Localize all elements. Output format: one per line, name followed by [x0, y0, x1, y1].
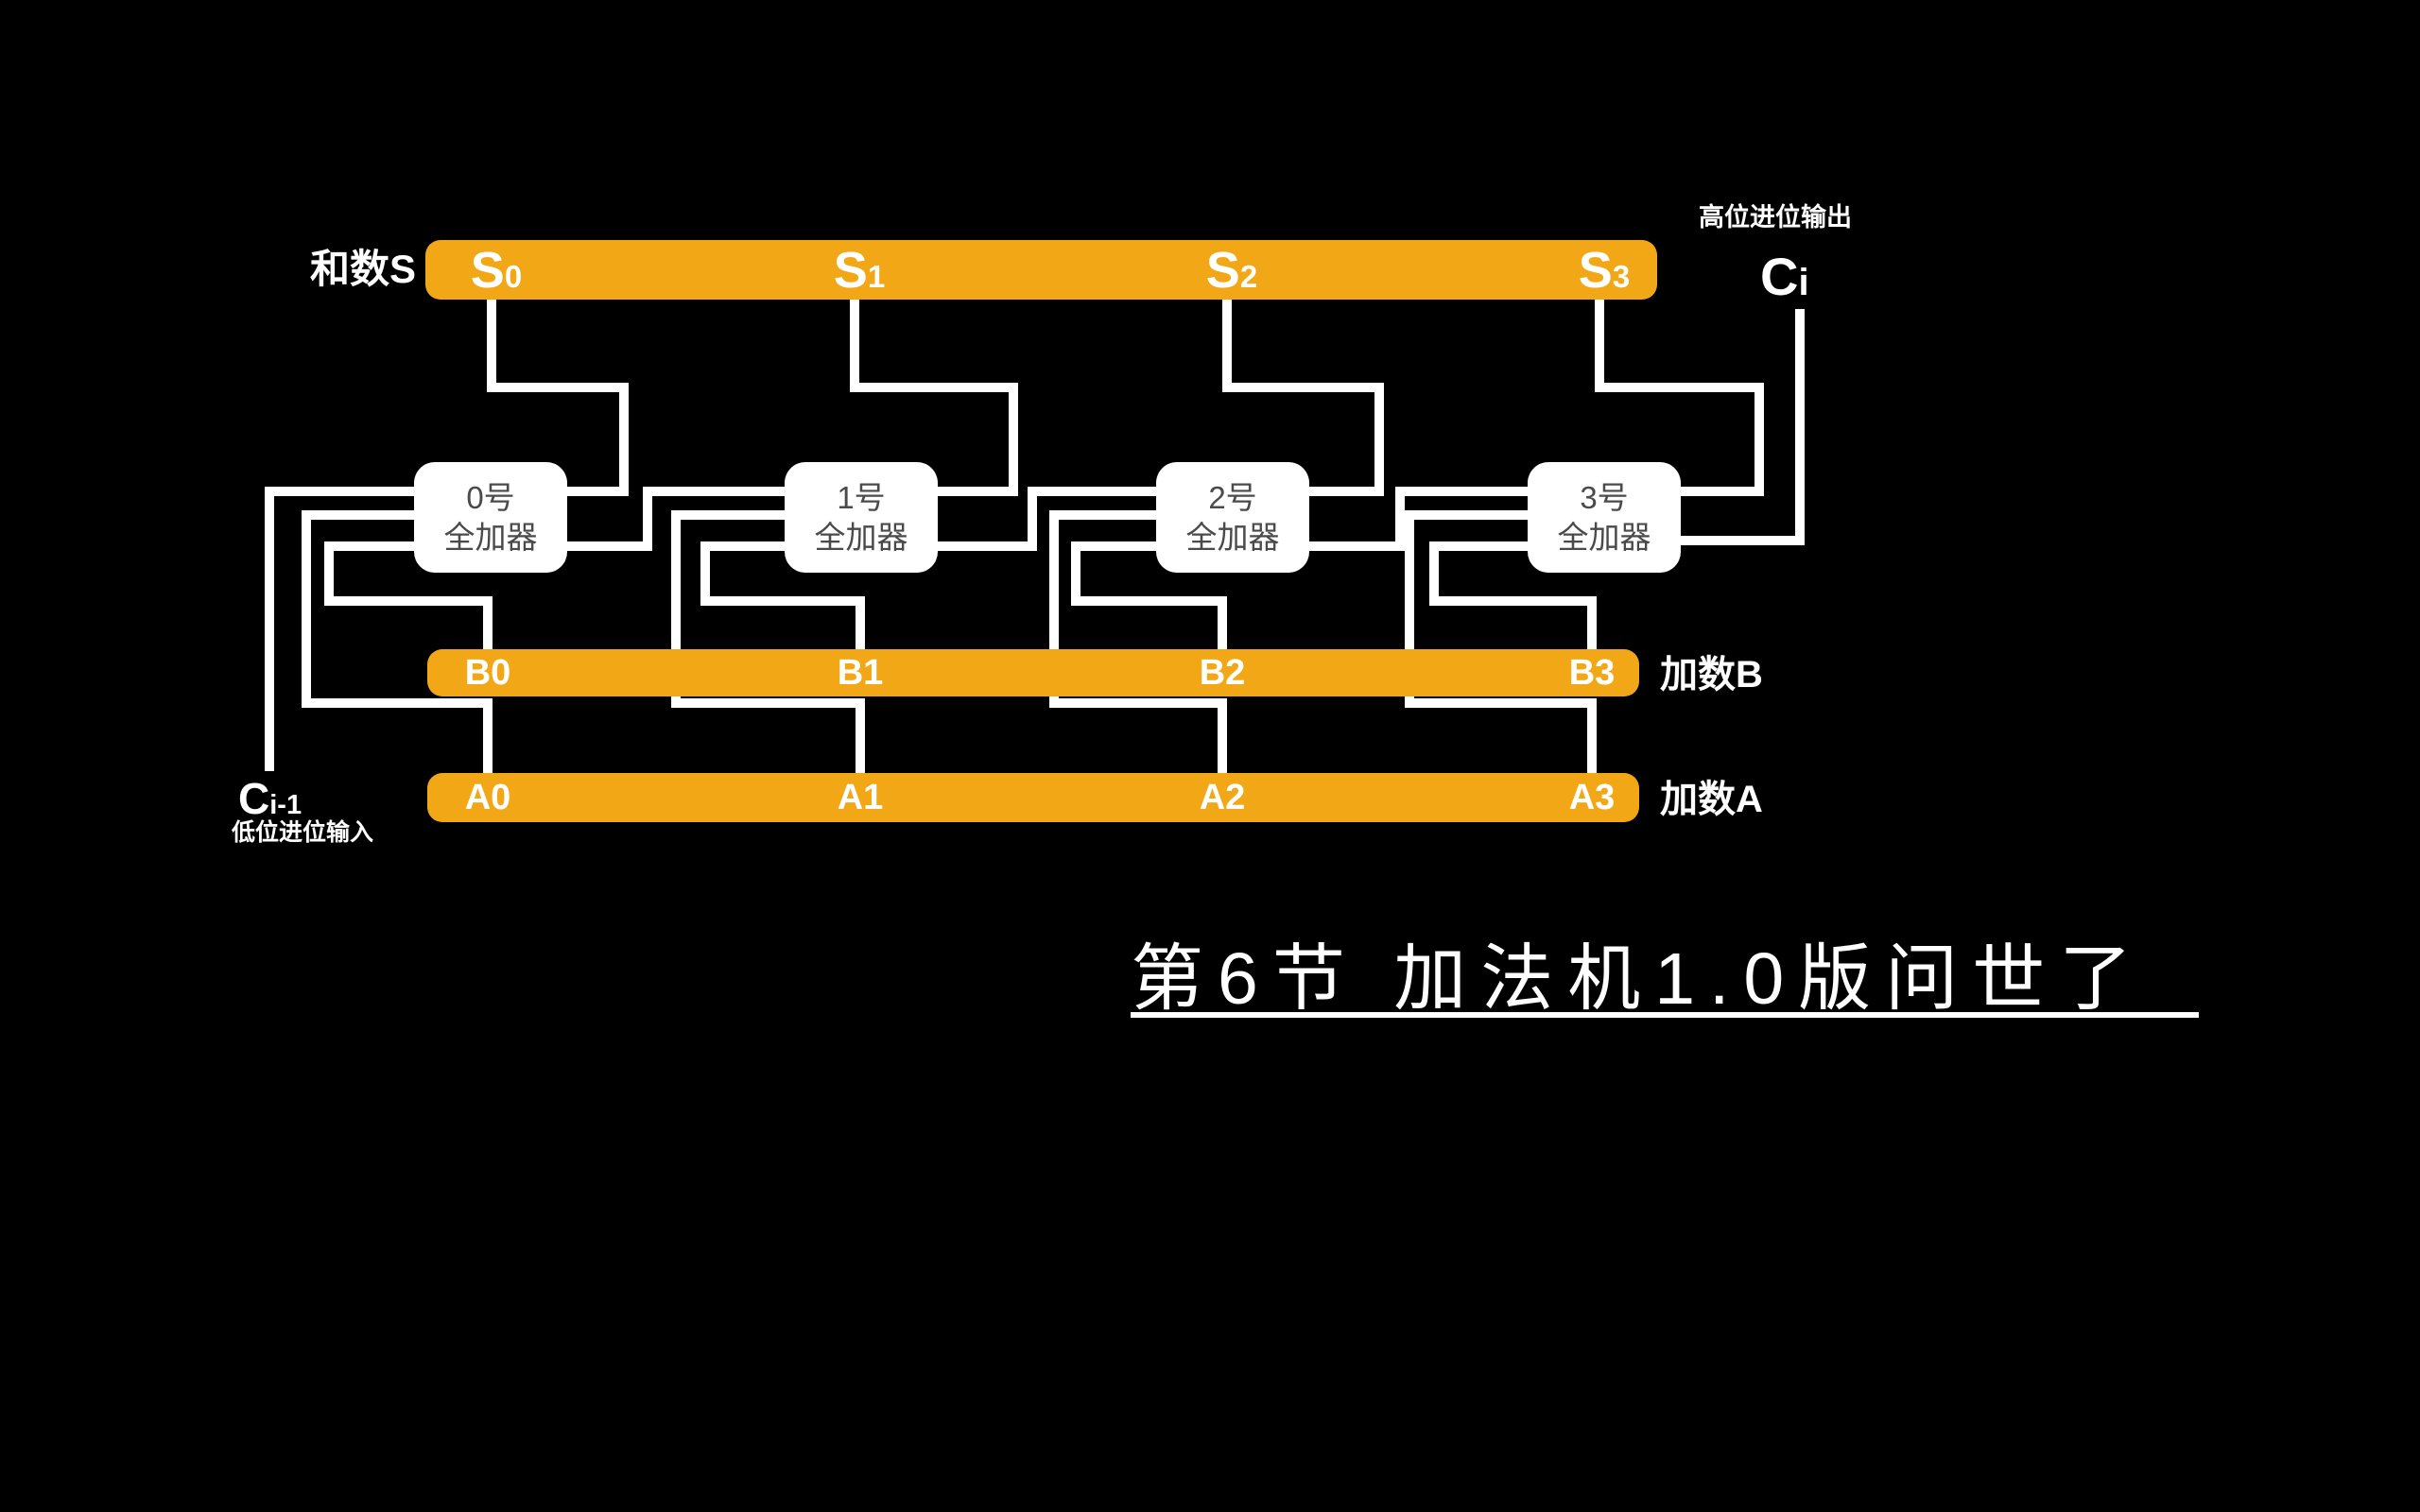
- carry-out-label: Ci: [1760, 250, 1809, 303]
- full-adder-0-line1: 0号: [466, 480, 515, 515]
- sum-bit-s0: S0: [470, 241, 523, 299]
- carry-out-sub: i: [1798, 262, 1809, 303]
- addend-a-bus-label: 加数A: [1660, 779, 1763, 820]
- carry-in-sub: i-1: [269, 790, 302, 820]
- wire-a2-input: [1049, 510, 1227, 778]
- full-adder-0-line2: 全加器: [443, 520, 538, 555]
- full-adder-box-1: 1号全加器: [785, 462, 938, 573]
- addend-b-bus-label: 加数B: [1660, 654, 1763, 696]
- a-bit-a1: A1: [837, 778, 884, 817]
- wire-carry-1-to-2: [934, 487, 1160, 551]
- carry-out-caption: 高位进位输出: [1699, 203, 1852, 232]
- sum-bus-bar: S0 S1 S2 S3: [425, 240, 1657, 300]
- wire-sum-s3: [1595, 295, 1764, 496]
- wire-carry-out-ci: [1677, 309, 1805, 545]
- full-adder-1-line2: 全加器: [814, 520, 908, 555]
- wire-sum-s2: [1222, 295, 1384, 496]
- b-bit-b1: B1: [837, 653, 884, 693]
- wire-carry-2-to-3: [1305, 487, 1531, 551]
- full-adder-box-2: 2号全加器: [1156, 462, 1309, 573]
- wire-carry-0-to-1: [563, 487, 788, 551]
- full-adder-3-line1: 3号: [1580, 480, 1629, 515]
- full-adder-box-3: 3号全加器: [1528, 462, 1681, 573]
- wire-b1-input: [700, 541, 865, 654]
- addend-b-bus-bar: B0 B1 B2 B3: [427, 649, 1639, 696]
- sum-bit-s1: S1: [833, 241, 886, 299]
- carry-out-base: C: [1760, 247, 1799, 306]
- wire-sum-s0: [487, 295, 629, 496]
- a-bit-a3: A3: [1568, 778, 1616, 817]
- wire-a1-input: [671, 510, 865, 778]
- a-bit-a2: A2: [1199, 778, 1246, 817]
- carry-in-label: Ci-1: [238, 777, 302, 820]
- wire-a0-input: [302, 510, 493, 778]
- b-bit-b2: B2: [1199, 653, 1246, 693]
- full-adder-2-line1: 2号: [1208, 480, 1257, 515]
- wire-b3-input: [1429, 541, 1597, 654]
- sum-bit-s2: S2: [1205, 241, 1258, 299]
- section-title: 第6节 加法机1.0版问世了: [1131, 938, 2147, 1020]
- addend-a-bus-bar: A0 A1 A2 A3: [427, 773, 1639, 822]
- full-adder-box-0: 0号全加器: [414, 462, 567, 573]
- full-adder-1-line1: 1号: [837, 480, 886, 515]
- wire-sum-s1: [850, 295, 1018, 496]
- carry-in-caption: 低位进位输入: [232, 819, 374, 846]
- a-bit-a0: A0: [464, 778, 511, 817]
- full-adder-3-line2: 全加器: [1557, 520, 1651, 555]
- wire-a3-input: [1405, 510, 1597, 778]
- sum-bus-label: 和数S: [310, 247, 417, 291]
- wire-b0-input: [324, 541, 493, 654]
- sum-bit-s3: S3: [1578, 241, 1631, 299]
- carry-in-base: C: [238, 774, 270, 823]
- wire-carry-in-ci-1: [265, 487, 418, 771]
- full-adder-2-line2: 全加器: [1185, 520, 1280, 555]
- b-bit-b0: B0: [464, 653, 511, 693]
- b-bit-b3: B3: [1568, 653, 1616, 693]
- title-underline: [1131, 1012, 2199, 1018]
- wire-b2-input: [1071, 541, 1227, 654]
